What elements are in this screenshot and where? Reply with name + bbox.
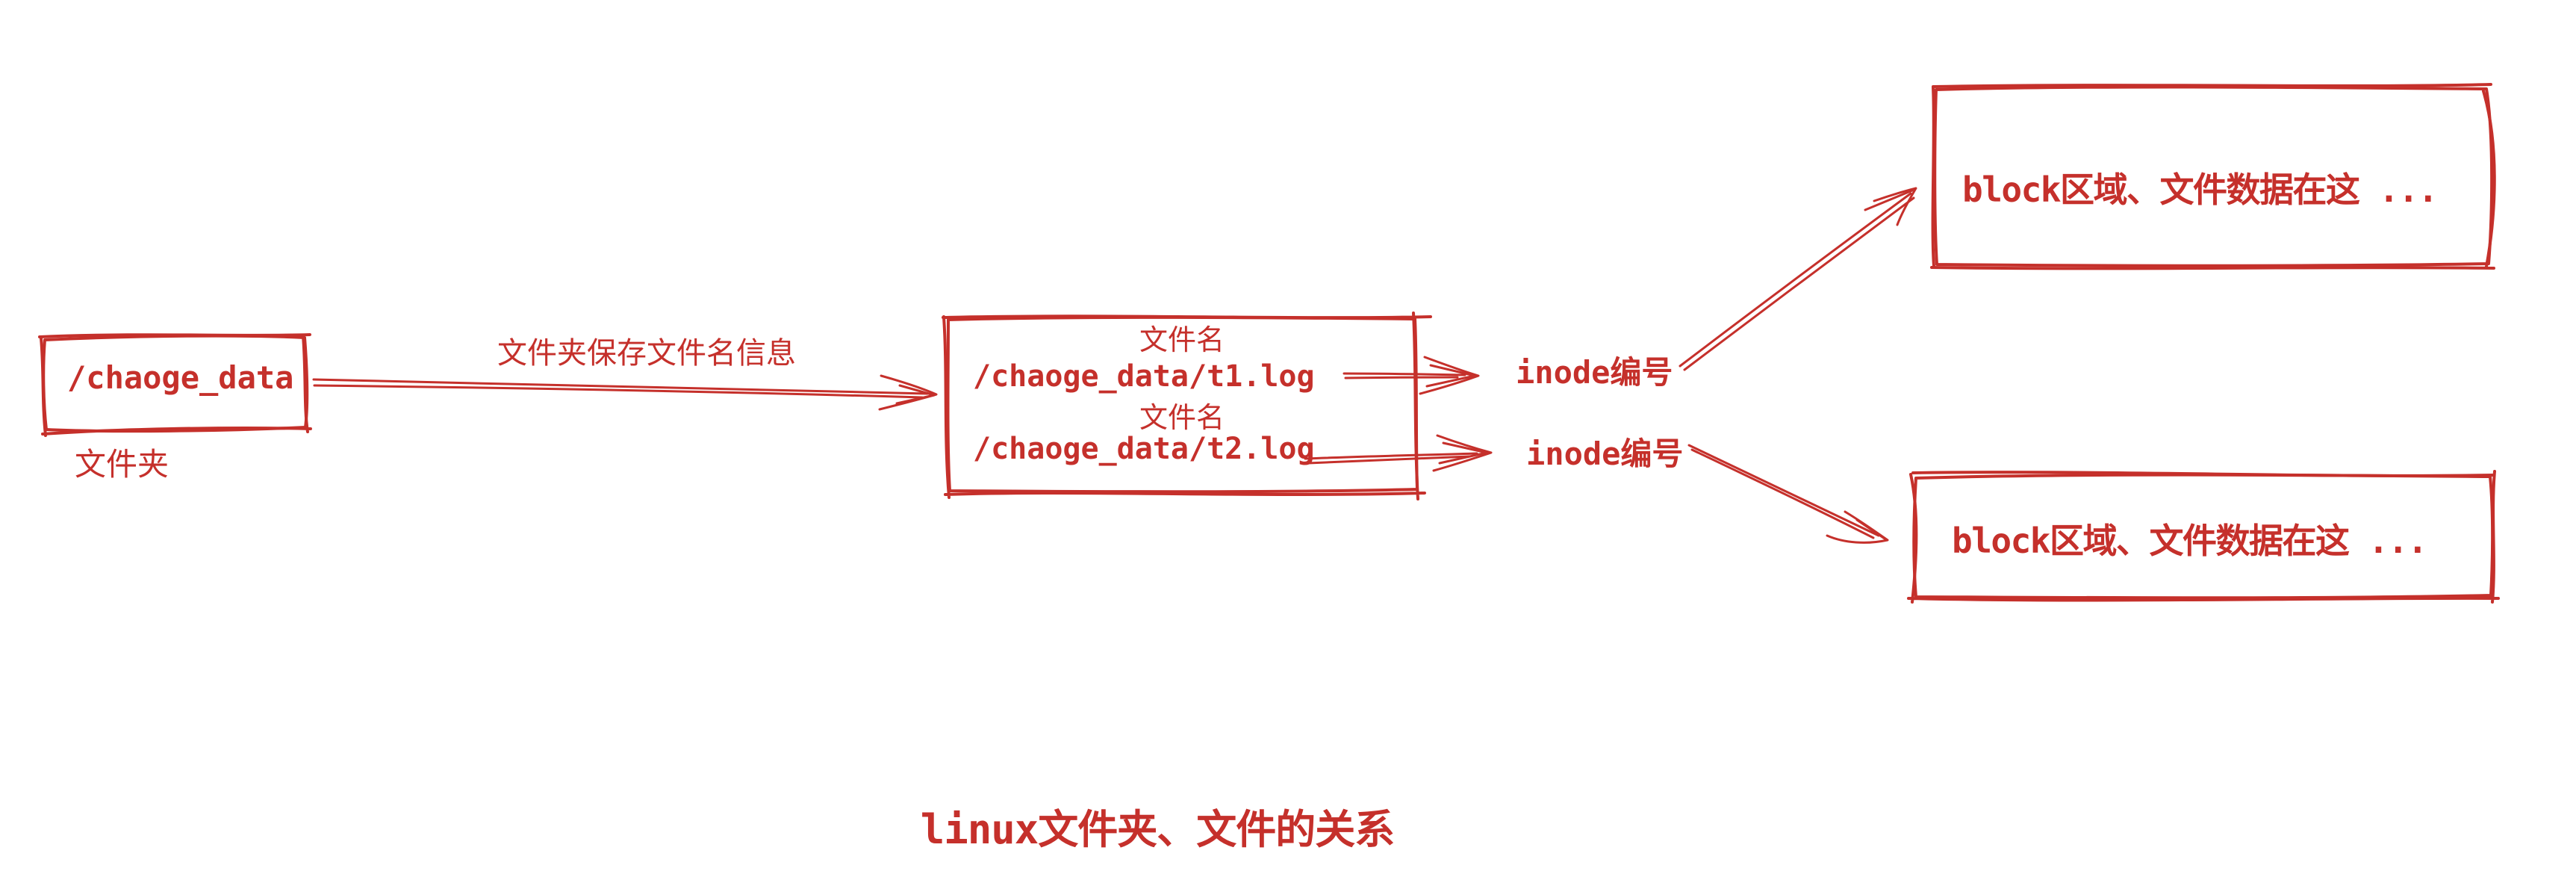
arrow-inode2-to-block-bottom — [1687, 444, 1889, 544]
block-box-bottom-outline — [1907, 470, 2500, 604]
arrow-folder-to-files — [312, 374, 938, 411]
arrow-t2-to-inode — [1304, 434, 1493, 472]
file-path-t1: /chaoge_data/t1.log — [973, 359, 1315, 394]
diagram-title: linux文件夹、文件的关系 — [920, 806, 1396, 853]
block-box-top-outline — [1930, 83, 2496, 270]
files-box-outline — [942, 312, 1432, 500]
block-box-top-label: block区域、文件数据在这 ... — [1962, 170, 2439, 210]
folder-box-outline — [38, 333, 312, 437]
block-box-bottom-label: block区域、文件数据在这 ... — [1952, 521, 2428, 561]
inode-label-2: inode编号 — [1526, 436, 1684, 472]
filename-header-2: 文件名 — [1139, 403, 1225, 434]
folder-path-label: /chaoge_data — [67, 359, 294, 396]
folder-arrow-label: 文件夹保存文件名信息 — [497, 337, 796, 370]
arrow-t1-to-inode — [1343, 356, 1480, 395]
folder-caption: 文件夹 — [75, 447, 169, 482]
file-path-t2: /chaoge_data/t2.log — [973, 432, 1315, 466]
filename-header-1: 文件名 — [1139, 325, 1225, 356]
arrow-inode1-to-block-top — [1679, 187, 1917, 371]
inode-label-1: inode编号 — [1516, 354, 1673, 391]
